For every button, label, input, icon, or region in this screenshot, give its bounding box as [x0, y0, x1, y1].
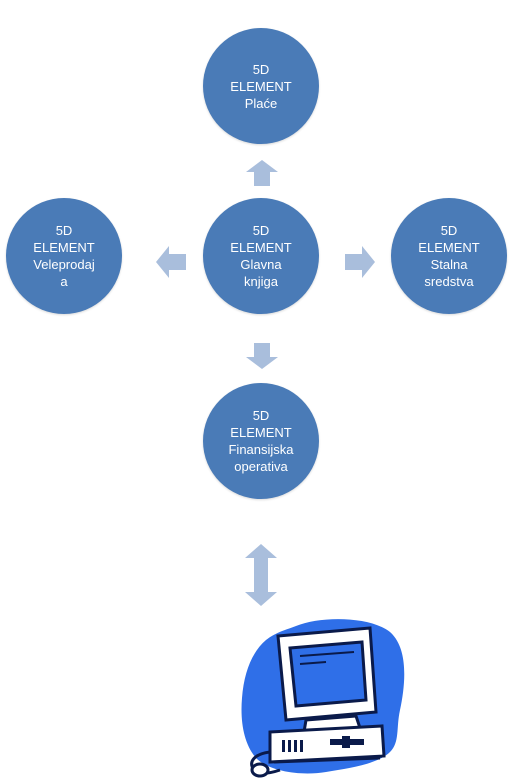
node-place-line-2: ELEMENT — [230, 78, 292, 94]
node-finansijska-operativa-line-2: ELEMENT — [230, 425, 292, 440]
node-stalna-sredstva-line-4: sredstva — [424, 274, 474, 289]
node-stalna-sredstva-line-3: Stalna — [430, 257, 468, 272]
node-finansijska-operativa: 5D ELEMENT Finansijska operativa — [203, 383, 319, 499]
computer-clipart-icon — [241, 619, 405, 778]
node-glavna-knjiga-line-1: 5D — [252, 223, 270, 238]
node-finansijska-operativa-line-3: Finansijska — [228, 442, 294, 457]
node-place: 5D ELEMENT Plaće — [203, 28, 319, 144]
node-stalna-sredstva-line-2: ELEMENT — [418, 240, 480, 255]
node-glavna-knjiga: 5D ELEMENT Glavna knjiga — [203, 198, 319, 314]
node-finansijska-operativa-line-1: 5D — [252, 408, 270, 423]
node-veleprodaja-line-4: a — [60, 274, 68, 289]
node-veleprodaja-line-3: Veleprodaj — [33, 257, 95, 272]
node-veleprodaja: 5D ELEMENT Veleprodaj a — [6, 198, 122, 314]
arrow-right-icon — [345, 246, 375, 278]
node-stalna-sredstva-line-1: 5D — [440, 223, 458, 238]
arrow-up-icon — [246, 160, 278, 186]
node-place-line-3: Plaće — [244, 95, 278, 111]
node-place-line-1: 5D — [252, 61, 270, 77]
arrow-left-icon — [156, 246, 186, 278]
node-stalna-sredstva: 5D ELEMENT Stalna sredstva — [391, 198, 507, 314]
node-veleprodaja-line-1: 5D — [55, 223, 73, 238]
node-finansijska-operativa-line-4: operativa — [234, 459, 288, 474]
node-glavna-knjiga-line-3: Glavna — [240, 257, 282, 272]
arrow-up-down-icon — [245, 544, 277, 606]
node-veleprodaja-line-2: ELEMENT — [33, 240, 95, 255]
node-glavna-knjiga-line-4: knjiga — [244, 274, 278, 289]
node-glavna-knjiga-line-2: ELEMENT — [230, 240, 292, 255]
arrow-down-icon — [246, 343, 278, 369]
